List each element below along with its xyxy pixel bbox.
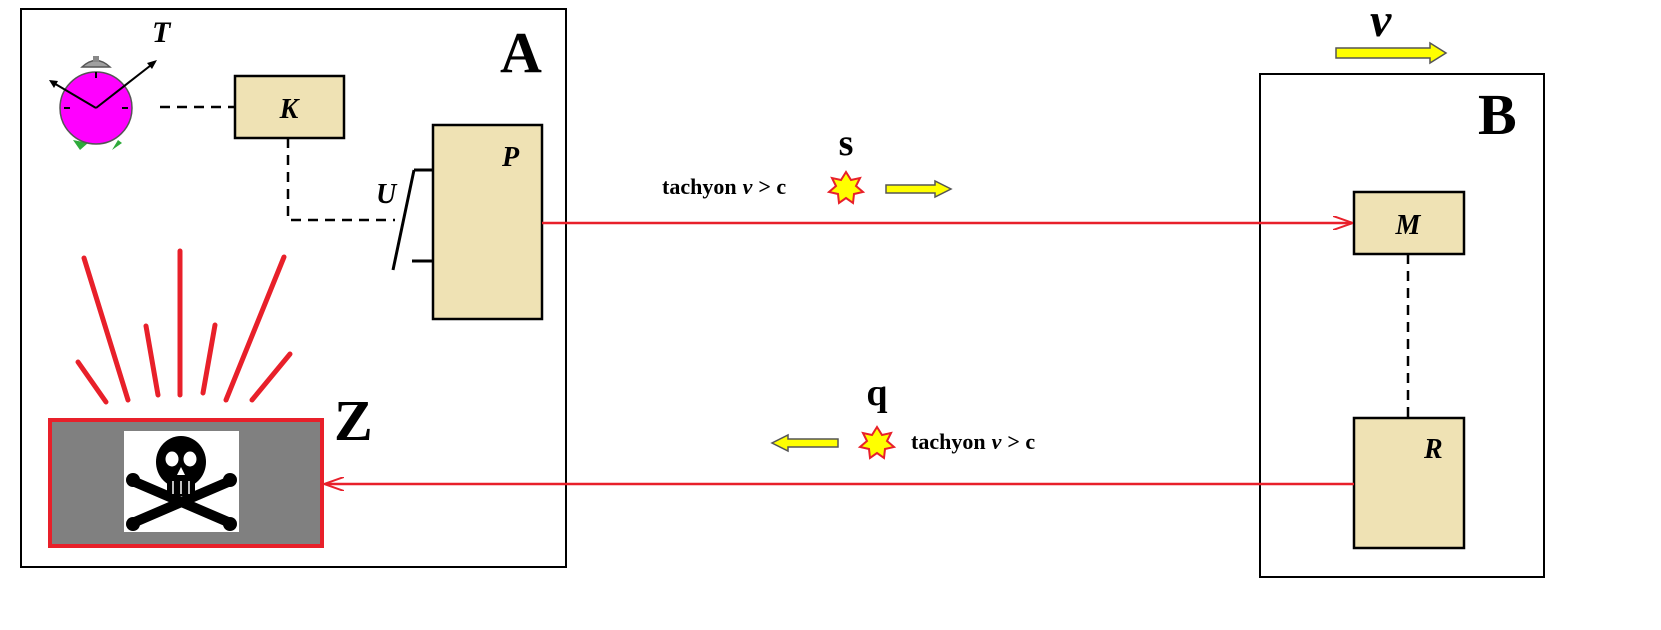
switch-u-label: U: [376, 179, 398, 210]
r-box: [1352, 416, 1466, 550]
panel-a-frame: [20, 8, 567, 568]
signal-s-label: s: [839, 122, 854, 164]
k-box: [233, 74, 346, 140]
signal-s-caption-prefix: tachyon: [662, 174, 737, 199]
signal-s-caption-suffix: > c: [758, 174, 786, 199]
panel-b-label: B: [1478, 82, 1517, 147]
skull-and-crossbones-icon: [126, 436, 237, 531]
tachyon-q-star-burst-icon: [857, 425, 897, 460]
tachyon-s-star-burst-icon: [826, 170, 866, 205]
signal-s-caption-var: v: [743, 174, 753, 199]
panel-b-frame: [1259, 73, 1545, 578]
m-label: M: [1395, 210, 1422, 241]
p-box: [431, 123, 544, 321]
signal-q-caption-suffix: > c: [1007, 429, 1035, 454]
k-switch-link: [286, 138, 395, 222]
explosion-rays: [75, 248, 293, 405]
m-box: [1352, 190, 1466, 256]
panel-a-label: A: [500, 20, 542, 85]
velocity-label: v: [1370, 0, 1392, 47]
clock-time-label: T: [152, 16, 172, 49]
signal-q-direction-arrow-icon: [770, 433, 839, 453]
switch-u: [391, 168, 433, 271]
signal-s-direction-arrow-icon: [885, 179, 953, 199]
r-label: R: [1423, 434, 1443, 465]
signal-q-label: q: [866, 372, 887, 414]
k-label: K: [279, 94, 301, 125]
p-label: P: [501, 142, 520, 173]
velocity-arrow-icon: [1335, 41, 1448, 65]
signal-q-caption-var: v: [992, 429, 1002, 454]
signal-q-caption-prefix: tachyon: [911, 429, 986, 454]
alarm-clock-icon: [49, 56, 157, 150]
z-label: Z: [334, 388, 373, 453]
